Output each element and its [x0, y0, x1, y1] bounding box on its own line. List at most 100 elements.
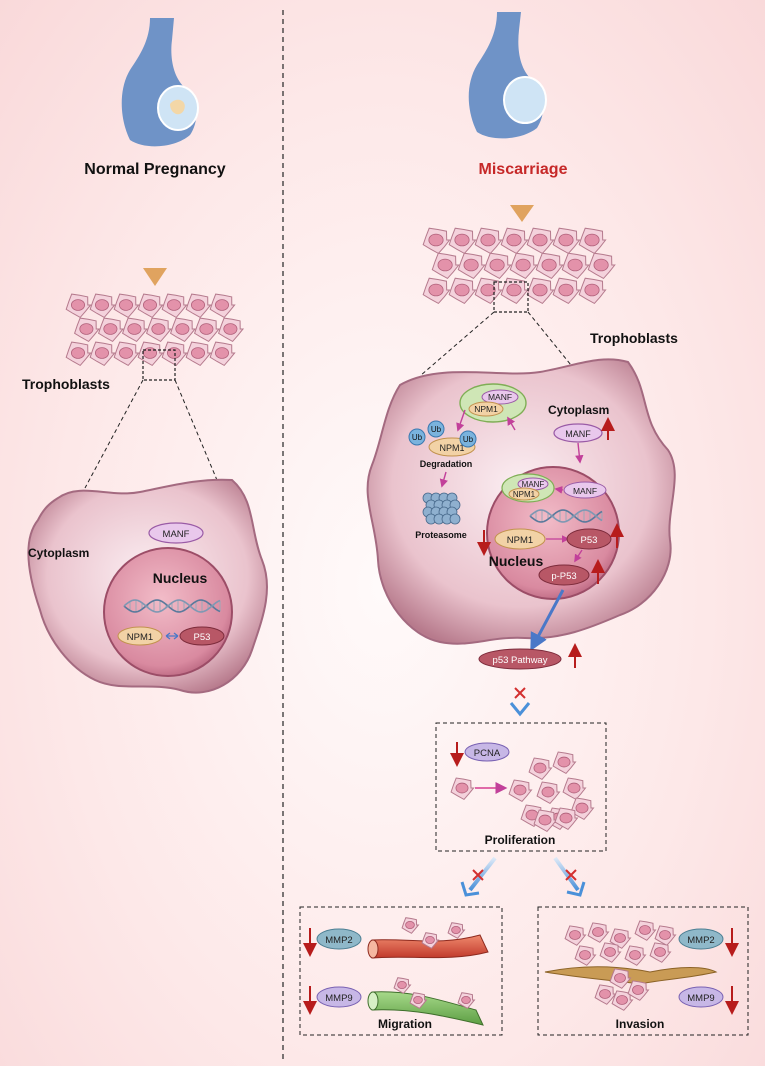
trophoblast-cell: [401, 917, 420, 934]
trophoblast-cell: [562, 777, 587, 801]
trophoblast-cell: [448, 277, 477, 305]
vessel-opening-red: [367, 939, 379, 959]
trophoblast-cell: [594, 984, 617, 1005]
trophoblast-cell: [421, 932, 440, 949]
blue-arrow-migration-shaft: [468, 856, 497, 892]
trophoblast-cell: [113, 293, 140, 319]
p53-label-left: P53: [194, 632, 211, 643]
zoom-line-left-a: [84, 379, 144, 489]
miscarriage-title: Miscarriage: [479, 161, 568, 178]
arrow-manf-import: [575, 442, 584, 464]
trophoblast-cell: [627, 980, 650, 1001]
trophoblast-cell: [447, 922, 466, 939]
p53-label-right: P53: [581, 535, 598, 546]
proliferation-label: Proliferation: [485, 833, 556, 847]
trophoblast-cell: [422, 277, 451, 305]
arrow-manf-binding: [554, 486, 564, 494]
ubiquitin: Ub: [408, 428, 426, 446]
trophoblast-cell: [422, 227, 451, 255]
inhibit-x-icon: [472, 869, 484, 881]
pregnant-woman-icon: [121, 18, 199, 147]
manf-label-left: MANF: [163, 529, 190, 540]
trophoblast-cell: [649, 942, 672, 963]
trophoblast-cell: [193, 317, 221, 343]
proteasome-icon: [422, 492, 461, 525]
npm1-protein-nucleus-a: [508, 487, 540, 501]
migrating-cells: [393, 917, 476, 1009]
trophoblast-cell: [65, 341, 92, 367]
pp53-protein: [538, 564, 590, 586]
trophoblast-cell: [209, 293, 236, 319]
mmp2-label-invasion: MMP2: [687, 935, 714, 946]
ubiquitin: Ub: [427, 420, 445, 438]
pregnant-woman-icon: [468, 12, 547, 139]
blue-arrow-invasion-shaft: [553, 856, 580, 892]
npm1-label-nucleus: NPM1: [507, 535, 533, 546]
blue-arrow-head: [509, 702, 531, 717]
p53-pathway-label: p53 Pathway: [493, 655, 548, 666]
trophoblast-cell: [564, 925, 587, 946]
cytoplasm-label-left: Cytoplasm: [28, 546, 89, 560]
degradation-label: Degradation: [420, 459, 473, 469]
trophoblast-cell: [578, 277, 607, 305]
npm1-label-ub: NPM1: [439, 443, 464, 453]
pp53-label: p-P53: [551, 571, 576, 582]
trophoblast-cell: [409, 992, 428, 1009]
trophoblast-cell: [185, 341, 212, 367]
mmp9-label-migration: MMP9: [325, 993, 352, 1004]
trophoblasts-label-right: Trophoblasts: [590, 330, 678, 346]
trophoblast-cell: [161, 293, 188, 319]
flow-arrow-right-head: [510, 205, 534, 222]
trophoblast-cell: [474, 227, 503, 255]
trophoblast-tissue-left: [65, 293, 245, 367]
tissue-layer: [544, 966, 718, 985]
mmp2-label-migration: MMP2: [325, 935, 352, 946]
ub-label: Ub: [412, 433, 423, 442]
trophoblast-cell: [574, 945, 597, 966]
invading-cells: [564, 920, 677, 1011]
mmp2-protein-migration: [316, 928, 362, 950]
trophoblast-cell: [500, 277, 529, 305]
ub-label: Ub: [463, 435, 474, 444]
mmp2-protein-invasion: [678, 928, 724, 950]
trophoblast-cell: [552, 751, 577, 775]
trophoblast-cell: [587, 922, 610, 943]
zoom-line-right-a: [419, 311, 495, 377]
npm1-protein-left: [117, 626, 163, 646]
trophoblast-cell: [73, 317, 101, 343]
mmp9-protein-invasion: [678, 986, 724, 1008]
trophoblast-cell: [528, 757, 553, 781]
trophoblast-tissue-right: [422, 227, 616, 305]
vessel-opening-green: [367, 991, 379, 1011]
trophoblast-cell: [474, 277, 503, 305]
trophoblast-cell: [448, 227, 477, 255]
arrow-p53-phosphorylation: [574, 549, 583, 563]
trophoblast-cell: [113, 341, 140, 367]
trophoblast-cell: [554, 807, 579, 831]
trophoblast-cell: [483, 252, 512, 280]
npm1-protein-nucleus: [494, 528, 546, 550]
trophoblast-cell: [217, 317, 245, 343]
inhibit-x-icon: [565, 869, 577, 881]
migration-box: [299, 906, 503, 1036]
trophoblast-cell: [609, 928, 632, 949]
trophoblast-cell: [209, 341, 236, 367]
trophoblast-cell: [570, 797, 595, 821]
trophoblast-cell: [609, 968, 632, 989]
p53-pathway-node: [478, 648, 562, 670]
blue-arrow-migration-head: [460, 881, 480, 897]
trophoblast-cell: [185, 293, 212, 319]
trophoblast-cell: [169, 317, 197, 343]
trophoblast-cell: [509, 252, 538, 280]
trophoblast-cell: [535, 252, 564, 280]
arrow-to-p53-pathway: [530, 589, 565, 652]
flow-arrow-left-head: [143, 268, 167, 286]
manf-protein-cytoplasm: [553, 423, 603, 443]
trophoblast-cell: [121, 317, 149, 343]
ubiquitin: Ub: [459, 430, 477, 448]
trophoblast-cell: [587, 252, 616, 280]
trophoblast-cell: [561, 252, 590, 280]
proliferation-box: [435, 722, 607, 852]
